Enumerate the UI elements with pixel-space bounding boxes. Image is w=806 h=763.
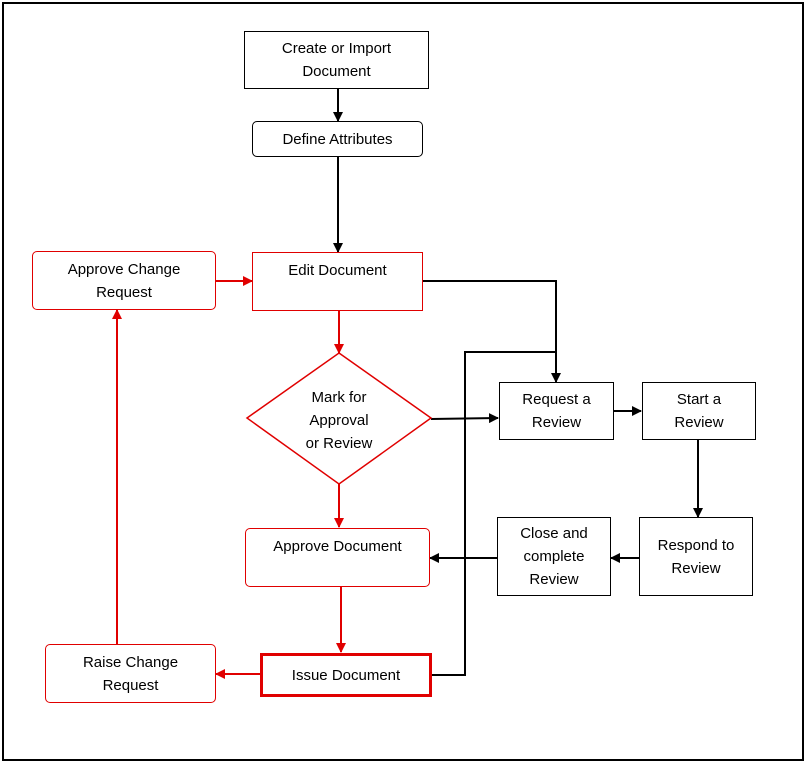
respond-review-node: Respond to Review: [639, 517, 753, 596]
mark-for-approval-diamond: [245, 352, 433, 485]
define-attributes-node: Define Attributes: [252, 121, 423, 157]
raise-change-request-node: Raise Change Request: [45, 644, 216, 703]
create-import-document-node: Create or Import Document: [244, 31, 429, 89]
line-issue-to-review-loop: [431, 351, 556, 676]
mark-for-approval-label: Mark for Approval or Review: [305, 389, 373, 452]
edit-document-node: Edit Document: [252, 252, 423, 311]
request-review-node: Request a Review: [499, 382, 614, 440]
issue-document-node: Issue Document: [260, 653, 432, 697]
start-review-node: Start a Review: [642, 382, 756, 440]
approve-document-node: Approve Document: [245, 528, 430, 587]
approve-change-request-node: Approve Change Request: [32, 251, 216, 310]
close-complete-review-node: Close and complete Review: [497, 517, 611, 596]
arrow-edit-to-request-review: [422, 280, 561, 383]
